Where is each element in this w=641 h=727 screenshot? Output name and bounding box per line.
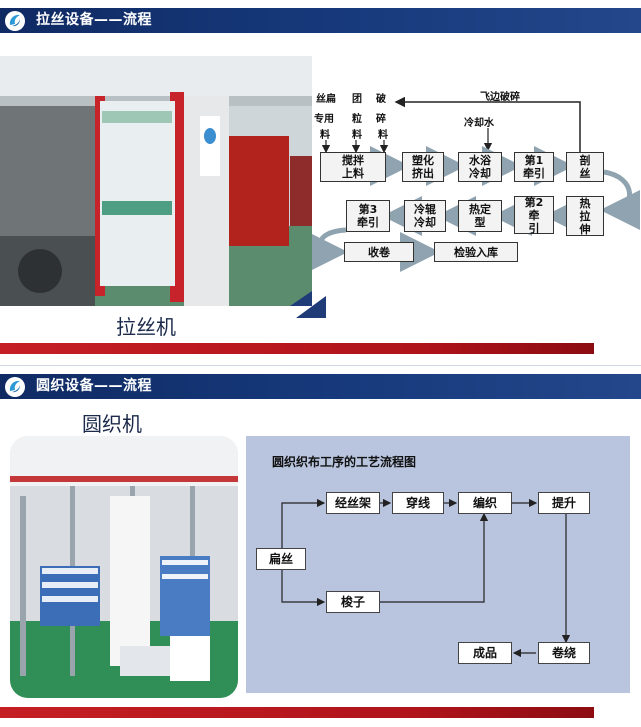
drawing-process-flowchart: 丝扁 团 破 专用 粒 碎 料 料 料 飞边破碎 冷却水 搅拌 上料 塑化 挤出… [312,82,641,287]
node-weaving: 编织 [458,492,512,514]
header-title: 圆织设备——流程 [36,378,152,394]
step-inspect-store: 检验入库 [434,242,518,262]
photo-caption: 拉丝机 [116,315,176,339]
step-water-bath: 水浴 冷却 [458,152,502,182]
drawing-machine-photo [0,56,312,306]
step-wind-up: 收卷 [344,242,414,262]
slide-header: 拉丝设备——流程 [0,8,641,33]
cooling-water-label: 冷却水 [464,118,494,129]
input-label-special: 专用 [314,114,334,125]
slide-header: 圆织设备——流程 [0,374,641,399]
company-logo-icon [5,377,25,397]
node-finished: 成品 [458,642,512,664]
weaving-process-flowchart: 圆织织布工序的工艺流程图 扁丝 经丝架 穿线 [246,436,630,693]
slide-bottom-bar [0,707,594,718]
company-logo-icon [5,11,25,31]
step-mix-feed: 搅拌 上料 [320,152,386,182]
input-label-crushed-2: 碎 [376,114,386,125]
node-warp-frame: 经丝架 [326,492,380,514]
step-slitting: 剖 丝 [566,152,604,182]
input-label-material-3: 料 [378,130,388,141]
input-label-pellet-2: 粒 [352,114,362,125]
step-traction-2: 第2 牵 引 [514,196,554,235]
input-label-flat-yarn: 丝扁 [316,94,336,105]
recycle-label: 飞边破碎 [480,92,520,103]
slide-bottom-bar [0,343,594,354]
node-lifting: 提升 [538,492,590,514]
step-chill-roll: 冷辊 冷却 [404,200,446,232]
slide-drawing-equipment: 拉丝设备——流程 拉丝机 [0,0,641,362]
flowchart-connectors [281,498,571,658]
flowchart-title: 圆织织布工序的工艺流程图 [272,455,417,469]
node-flat-yarn: 扁丝 [256,548,306,570]
corner-decoration-icon [296,296,326,318]
node-winding: 卷绕 [538,642,590,664]
input-label-crushed: 破 [376,94,386,105]
header-title: 拉丝设备——流程 [36,12,152,28]
step-hot-stretch: 热 拉 伸 [566,196,604,236]
node-threading: 穿线 [392,492,444,514]
input-label-material-1: 料 [320,130,330,141]
slide-circular-loom: 圆织设备——流程 圆织机 圆织织布工序的工艺流程图 [0,365,641,727]
input-label-material-2: 料 [352,130,362,141]
step-traction-3: 第3 牵引 [346,200,390,232]
photo-caption: 圆织机 [82,412,142,436]
input-label-pellet: 团 [352,94,362,105]
flowchart-connectors [312,96,641,272]
node-shuttle: 梭子 [326,591,380,613]
circular-loom-photo [10,436,238,698]
step-plasticize-extrude: 塑化 挤出 [402,152,444,182]
step-heat-set: 热定 型 [458,200,502,232]
step-traction-1: 第1 牵引 [514,152,554,182]
